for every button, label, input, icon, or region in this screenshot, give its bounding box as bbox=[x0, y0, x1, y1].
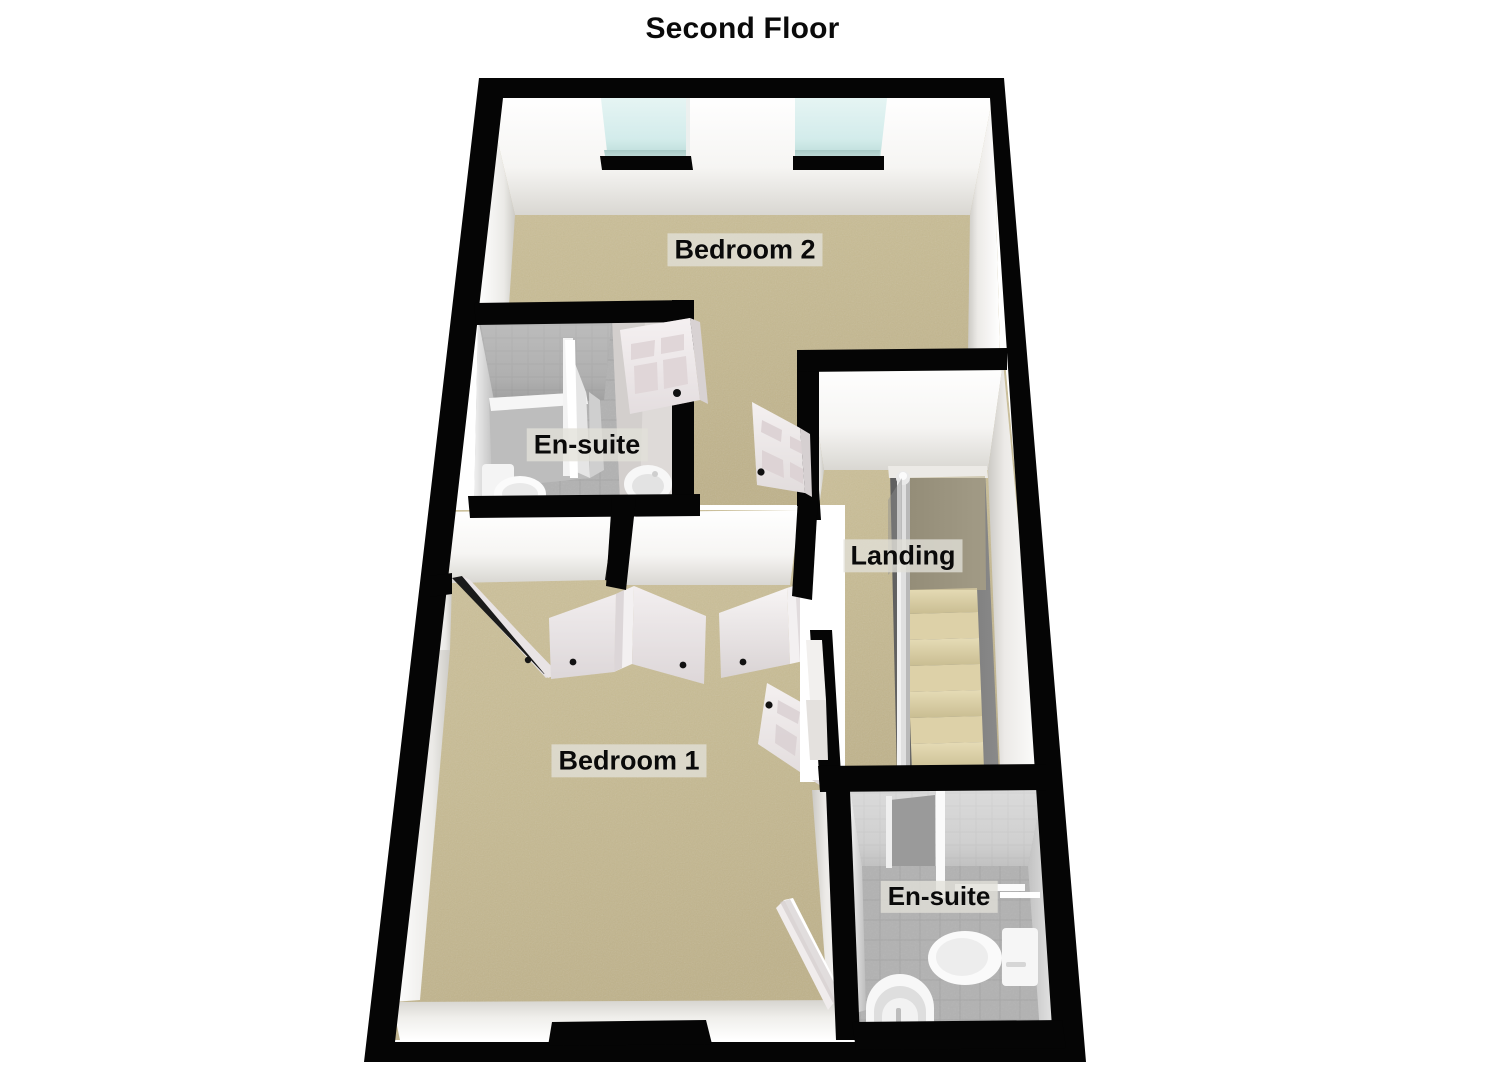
toilet-bottom[interactable] bbox=[928, 928, 1038, 986]
landing-north-wall bbox=[808, 362, 1003, 470]
wall-bed1-wardrobe-right bbox=[792, 498, 818, 600]
wash-basin-top bbox=[624, 465, 672, 503]
wall-bed1-left-jamb bbox=[430, 573, 452, 597]
wardrobe-door-1[interactable] bbox=[452, 576, 558, 678]
bedroom2-right-wall bbox=[968, 95, 1000, 358]
wall-ensuite-bed1 bbox=[468, 494, 700, 518]
door-bedroom1-to-ensuite[interactable] bbox=[776, 898, 844, 1010]
wardrobe-doors[interactable] bbox=[452, 576, 830, 690]
wall-bed2-ensuite bbox=[474, 300, 694, 325]
room-label-bedroom-2: Bedroom 2 bbox=[667, 233, 823, 267]
wall-landing-top bbox=[797, 348, 1007, 372]
wall-bed1-south-window bbox=[548, 1020, 712, 1046]
wardrobe-door-4[interactable] bbox=[632, 586, 706, 684]
room-bedroom-1 bbox=[393, 510, 855, 1040]
wall-ensuite-bottom-top bbox=[818, 764, 1048, 792]
wardrobe-door-2[interactable] bbox=[549, 594, 616, 679]
stair-steps bbox=[899, 476, 986, 772]
page-title: Second Floor bbox=[645, 12, 840, 45]
door-ensuite-top[interactable] bbox=[620, 318, 708, 414]
wardrobe-left-back-wall bbox=[434, 510, 615, 583]
room-label-landing: Landing bbox=[843, 539, 963, 573]
wall-bed1-ensuite-bottom bbox=[826, 790, 860, 1040]
bedroom2-north-wall bbox=[487, 95, 993, 215]
staircase bbox=[888, 466, 999, 778]
wardrobe-door-5[interactable] bbox=[719, 588, 790, 678]
wall-structure bbox=[364, 78, 1086, 1062]
room-ensuite-bottom bbox=[848, 786, 1065, 1055]
room-label-bedroom-1: Bedroom 1 bbox=[551, 744, 707, 778]
room-label-ensuite-top: En-suite bbox=[526, 428, 648, 462]
ensuite-bottom-leader-line bbox=[1000, 892, 1040, 898]
doorway-jamb-overlay bbox=[806, 640, 828, 760]
wall-ensuite-bottom-south bbox=[852, 1020, 1066, 1050]
wardrobe-door-3[interactable] bbox=[614, 586, 634, 672]
door-bedroom2-to-landing[interactable] bbox=[752, 402, 812, 497]
room-label-ensuite-bottom: En-suite bbox=[880, 880, 998, 914]
bedroom1-south-wall bbox=[393, 1000, 855, 1040]
wall-bed1-wardrobe-divider bbox=[606, 498, 636, 590]
ensuite-top-left-wall bbox=[474, 318, 495, 503]
outer-shadow bbox=[364, 1062, 1086, 1072]
wardrobe-right-back-wall bbox=[624, 510, 800, 585]
